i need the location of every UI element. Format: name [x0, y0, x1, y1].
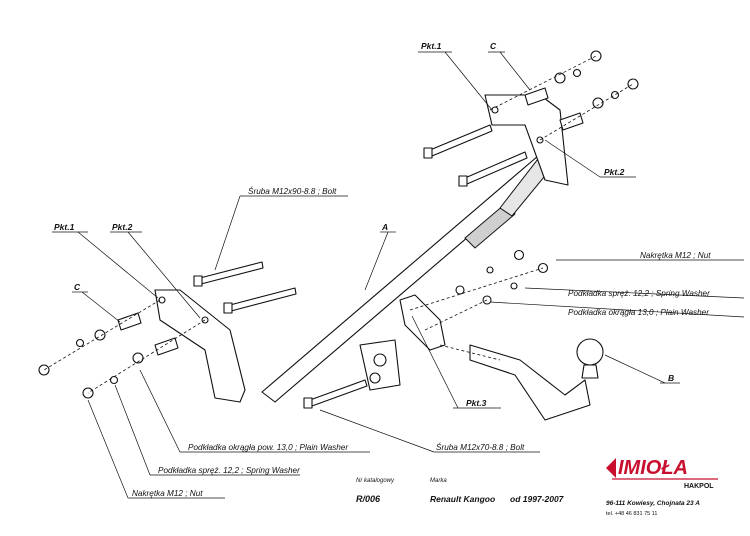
callout-nut-m12-left: Nakrętka M12 ; Nut — [132, 489, 203, 498]
title-block: Nr katalogowy R/006 Marka Renault Kangoo… — [356, 457, 718, 517]
label-pkt1-left: Pkt.1 — [54, 222, 75, 232]
hardware-centre-right — [455, 249, 549, 305]
label-pkt3: Pkt.3 — [466, 398, 487, 408]
label-b: B — [668, 373, 674, 383]
callout-spring-washer-right: Podkładka spręż. 12,2 ; Spring Washer — [568, 289, 710, 298]
hardware-left — [38, 329, 144, 399]
callout-plain-washer-right: Podkładka okrągła 13,0 ; Plain Washer — [568, 308, 709, 317]
spacer-tubes-c — [117, 87, 584, 356]
part-labels: Pkt.1 C Pkt.2 A Pkt.1 Pkt.2 C Pkt.3 B — [54, 41, 674, 408]
centre-bracket — [359, 294, 446, 391]
brand-name: IMIOŁA — [618, 457, 688, 479]
callout-plain-washer-left: Podkładka okrągła pow. 13,0 ; Plain Wash… — [188, 443, 348, 452]
logo-mark-icon — [606, 458, 616, 478]
label-pkt2-right: Pkt.2 — [604, 167, 625, 177]
callout-bolt-m12x90: Śruba M12x90-8.8 ; Bolt — [248, 185, 337, 196]
left-bracket-plate — [154, 289, 246, 403]
hardware-top-right — [554, 50, 639, 109]
address: 96-111 Kowiesy, Chojnata 23 A — [606, 500, 700, 507]
make-label: Marka — [430, 478, 447, 484]
catalog-label: Nr katalogowy — [356, 478, 395, 484]
years: od 1997-2007 — [510, 494, 565, 504]
callout-spring-washer-left: Podkładka spręż. 12,2 ; Spring Washer — [158, 466, 300, 475]
brand-sub: HAKPOL — [684, 483, 714, 490]
label-a: A — [381, 222, 388, 232]
catalog-value: R/006 — [356, 494, 381, 504]
label-pkt1-top: Pkt.1 — [421, 41, 442, 51]
bolts — [193, 124, 528, 409]
tow-ball-b — [469, 338, 604, 421]
callout-labels: Śruba M12x90-8.8 ; Bolt Nakrętka M12 ; N… — [132, 185, 711, 498]
label-c-left: C — [74, 282, 81, 292]
assembly-axes — [43, 55, 634, 394]
label-pkt2-left: Pkt.2 — [112, 222, 133, 232]
imiola-logo: IMIOŁA HAKPOL — [606, 457, 718, 490]
phone: tel. +48 46 831 75 11 — [606, 511, 657, 517]
make-value: Renault Kangoo — [430, 494, 495, 504]
leader-lines — [52, 51, 745, 499]
callout-bolt-m12x70: Śruba M12x70-8.8 ; Bolt — [436, 441, 525, 452]
callout-nut-m12-right: Nakrętka M12 ; Nut — [640, 251, 711, 260]
label-c-top: C — [490, 41, 497, 51]
